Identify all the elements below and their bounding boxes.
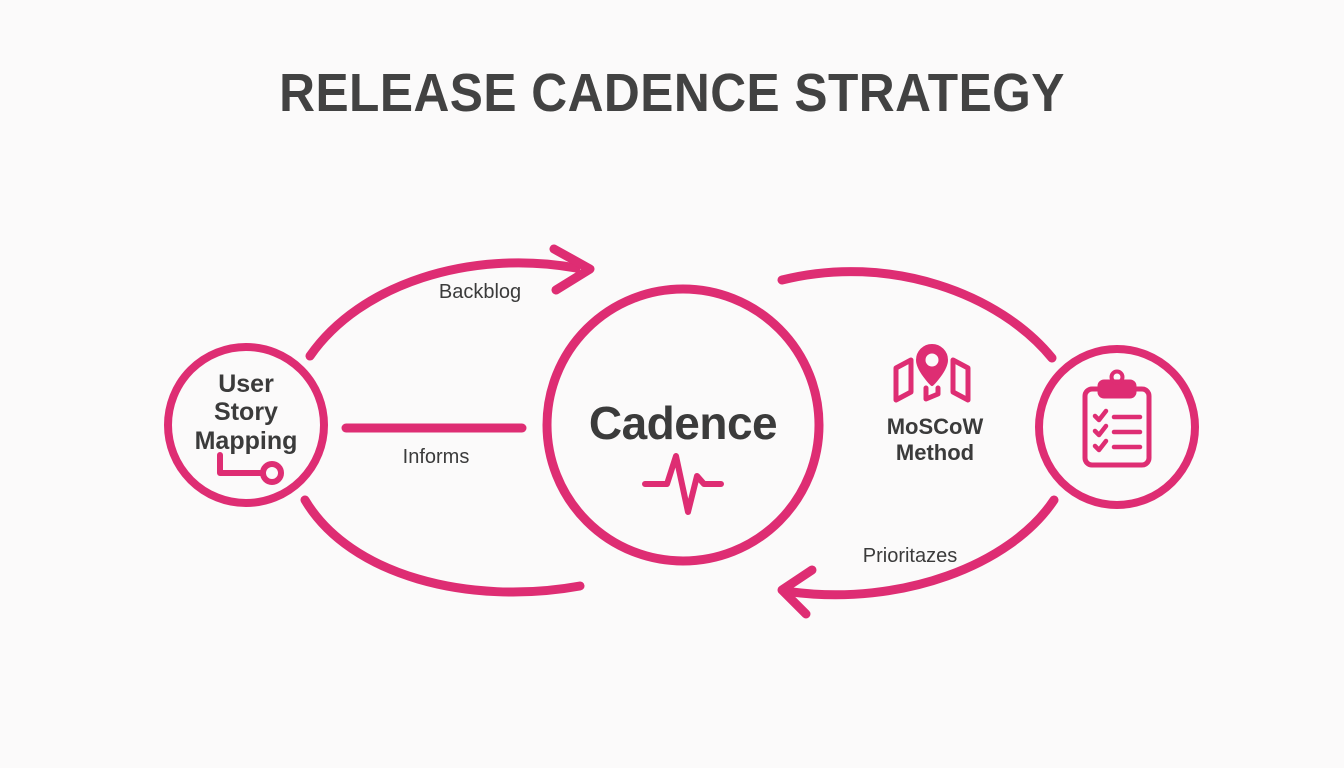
- node-right-circle[interactable]: [1035, 345, 1199, 509]
- journey-path-icon: [217, 452, 284, 485]
- node-center-label: Cadence: [588, 397, 778, 449]
- clipboard-checklist-icon: [1082, 369, 1152, 468]
- edge-top-right-arc-line: [777, 267, 1057, 363]
- map-pin-icon: [893, 344, 971, 403]
- node-cadence[interactable]: [542, 284, 824, 566]
- node-moscow-label: MoSCoW Method: [838, 414, 1032, 466]
- node-left-circle[interactable]: [164, 343, 328, 507]
- node-moscow-label-line1: MoSCoW: [886, 414, 984, 439]
- edge-top-right-arc: [777, 267, 1057, 363]
- edge-bottom-left-arc-line: [300, 495, 585, 597]
- edge-label-prioritazes: Prioritazes: [862, 545, 958, 567]
- edge-bottom-left-arc: [300, 495, 585, 597]
- node-center-circle[interactable]: [542, 284, 824, 566]
- page-title: RELEASE CADENCE STRATEGY: [279, 63, 1065, 123]
- edge-backblog-arrowhead: [549, 244, 595, 295]
- edge-label-informs: Informs: [402, 446, 470, 468]
- edge-backblog: [305, 244, 595, 361]
- edge-backblog-line: [305, 258, 581, 361]
- edge-prioritazes-line: [787, 495, 1059, 600]
- edge-label-backblog: Backblog: [438, 281, 522, 303]
- edge-prioritazes-arrowhead: [777, 565, 817, 619]
- edge-prioritazes: [777, 495, 1059, 619]
- pulse-heartbeat-icon: [642, 453, 724, 515]
- node-user-story-mapping[interactable]: [164, 343, 328, 507]
- node-left-label-line1: User: [218, 370, 274, 398]
- node-checklist[interactable]: [1035, 345, 1199, 509]
- node-left-label-line3: Mapping: [194, 426, 298, 455]
- node-left-label: User Story Mapping: [146, 370, 346, 455]
- node-moscow-method[interactable]: [893, 344, 971, 403]
- node-left-label-line2: Story: [214, 398, 278, 427]
- node-moscow-label-line2: Method: [895, 439, 975, 465]
